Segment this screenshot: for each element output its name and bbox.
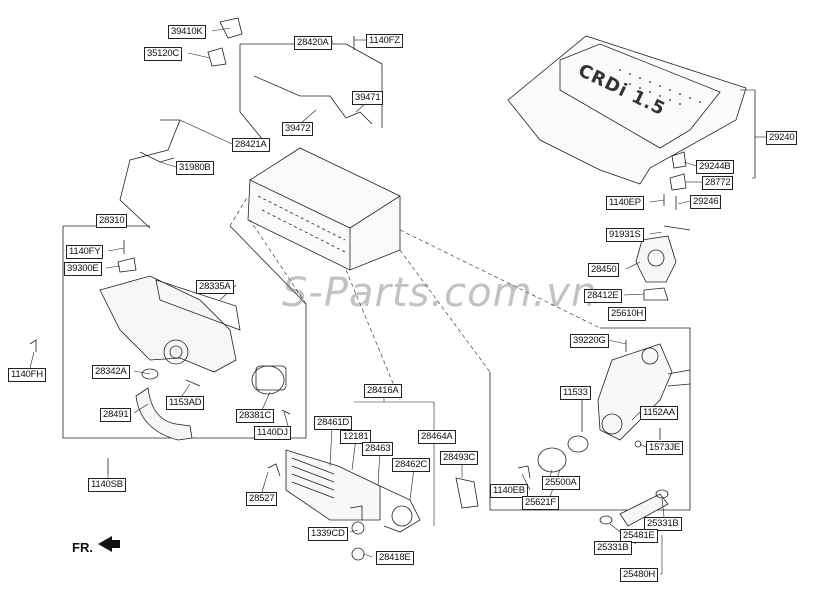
part-label[interactable]: 39220G: [570, 334, 609, 348]
part-label[interactable]: 28420A: [294, 36, 332, 50]
part-label[interactable]: 28421A: [232, 138, 270, 152]
part-label[interactable]: 1140FZ: [366, 34, 403, 48]
part-label[interactable]: 28464A: [418, 430, 456, 444]
part-label[interactable]: 1140EB: [490, 484, 528, 498]
part-label[interactable]: 28463: [362, 442, 394, 456]
part-label[interactable]: 28310: [96, 214, 128, 228]
part-label[interactable]: 39472: [282, 122, 314, 136]
part-label[interactable]: 1573JE: [646, 441, 684, 455]
part-label[interactable]: 28450: [588, 263, 620, 277]
part-label[interactable]: 39471: [352, 91, 384, 105]
part-label[interactable]: 28491: [100, 408, 132, 422]
part-label[interactable]: 12181: [340, 430, 372, 444]
part-label[interactable]: 28381C: [236, 409, 275, 423]
part-label[interactable]: 28461D: [314, 416, 353, 430]
part-label[interactable]: 28412E: [584, 289, 622, 303]
part-label[interactable]: 11533: [560, 386, 591, 400]
part-label[interactable]: 35120C: [144, 47, 183, 61]
part-label[interactable]: 28342A: [92, 365, 130, 379]
part-label[interactable]: 39410K: [168, 25, 206, 39]
part-label[interactable]: 25610H: [608, 307, 647, 321]
part-label[interactable]: 25621F: [522, 496, 560, 510]
part-label[interactable]: 25331B: [644, 517, 682, 531]
part-label[interactable]: 1140SB: [88, 478, 126, 492]
part-label[interactable]: 28462C: [392, 458, 431, 472]
part-label[interactable]: 28416A: [364, 384, 402, 398]
part-label[interactable]: 1339CD: [308, 527, 348, 541]
part-label[interactable]: 28772: [702, 176, 734, 190]
part-label[interactable]: 25331B: [594, 541, 632, 555]
watermark: S-Parts.com.vn: [282, 270, 598, 316]
part-label[interactable]: 91931S: [606, 228, 644, 242]
direction-label: FR.: [72, 540, 93, 555]
part-label[interactable]: 1140FY: [66, 245, 104, 259]
part-label[interactable]: 28527: [246, 492, 278, 506]
part-label[interactable]: 1140DJ: [254, 426, 291, 440]
part-label[interactable]: 28418E: [376, 551, 414, 565]
part-label[interactable]: 25480H: [620, 568, 659, 582]
part-label[interactable]: 29246: [690, 195, 722, 209]
part-label[interactable]: 25500A: [542, 476, 580, 490]
part-label[interactable]: 1140EP: [606, 196, 644, 210]
part-label[interactable]: 31980B: [176, 161, 214, 175]
part-label[interactable]: 39300E: [64, 262, 102, 276]
front-arrow-icon: [98, 536, 120, 552]
part-label[interactable]: 1153AD: [166, 396, 205, 410]
part-label[interactable]: 28335A: [196, 280, 234, 294]
part-label[interactable]: 1152AA: [640, 406, 678, 420]
part-label[interactable]: 25481E: [620, 529, 658, 543]
part-label[interactable]: 28493C: [440, 451, 479, 465]
part-label[interactable]: 29244B: [696, 160, 734, 174]
part-label[interactable]: 1140FH: [8, 368, 46, 382]
part-label[interactable]: 29240: [766, 131, 798, 145]
